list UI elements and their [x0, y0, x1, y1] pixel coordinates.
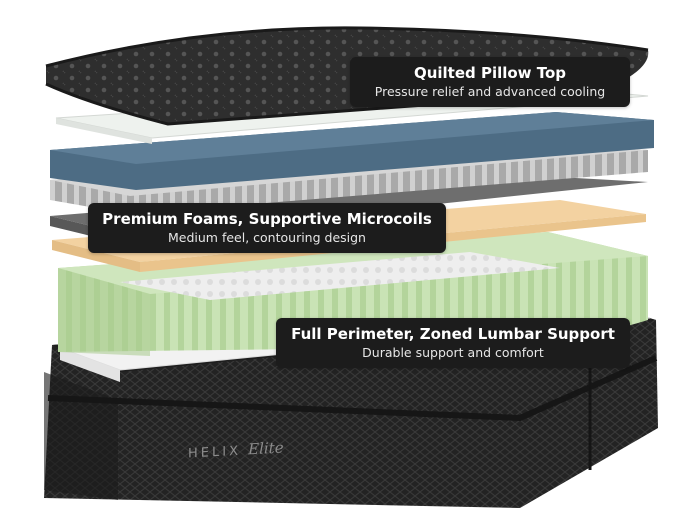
callout-perimeter-support: Full Perimeter, Zoned Lumbar Support Dur… [276, 318, 630, 368]
callout-title: Quilted Pillow Top [413, 64, 567, 82]
callout-pillow-top: Quilted Pillow Top Pressure relief and a… [350, 57, 630, 107]
callout-subtitle: Medium feel, contouring design [168, 230, 366, 245]
callout-foams-microcoils: Premium Foams, Supportive Microcoils Med… [88, 203, 446, 253]
callout-title: Full Perimeter, Zoned Lumbar Support [291, 325, 615, 343]
quilted-pillow-top [45, 26, 649, 126]
callout-subtitle: Durable support and comfort [362, 345, 544, 360]
brand-name: HELIX [188, 443, 241, 462]
callout-subtitle: Pressure relief and advanced cooling [374, 84, 606, 99]
callout-title: Premium Foams, Supportive Microcoils [102, 210, 432, 228]
brand-script: Elite [248, 438, 284, 459]
blue-foam-layer [50, 112, 654, 190]
